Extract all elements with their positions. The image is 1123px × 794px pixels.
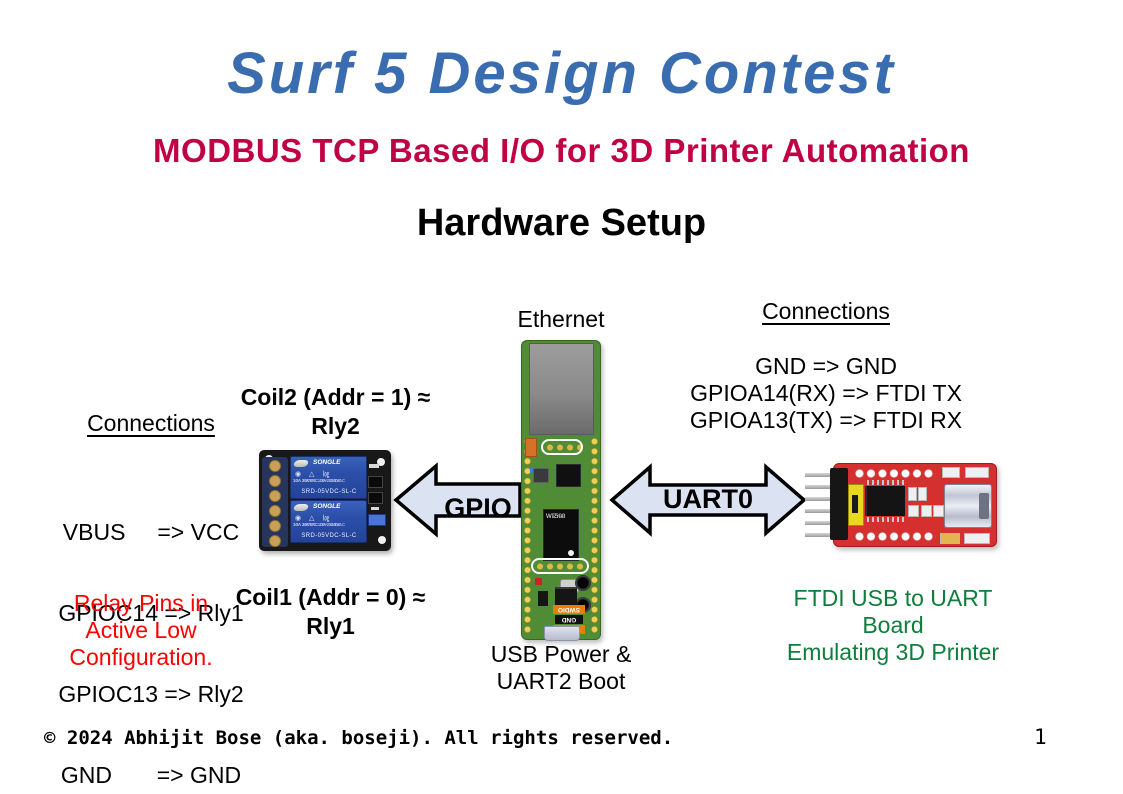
connection-line: GND => GND bbox=[755, 353, 897, 379]
header-pin bbox=[805, 485, 832, 489]
connection-line: GPIOC14 => Rly1 bbox=[58, 600, 244, 626]
pin-header bbox=[541, 439, 583, 455]
ftdi-note-text: FTDI USB to UART Board Emulating 3D Prin… bbox=[786, 585, 1000, 665]
uart0-arrow-label: UART0 bbox=[663, 484, 753, 514]
pin-holes-right bbox=[590, 437, 599, 635]
micro-usb-connector bbox=[544, 626, 580, 641]
page-subtitle: MODBUS TCP Based I/O for 3D Printer Auto… bbox=[153, 132, 970, 169]
right-connections-list: GND => GND GPIOA14(RX) => FTDI TX GPIOA1… bbox=[655, 353, 997, 434]
mini-usb-connector bbox=[944, 484, 992, 528]
uart0-arrow-shape bbox=[609, 463, 807, 537]
left-connections-list: VBUS => VCC GPIOC14 => Rly1 GPIOC13 => R… bbox=[28, 465, 274, 794]
smd-chip bbox=[533, 468, 549, 483]
connection-line: GPIOC13 => Rly2 bbox=[58, 681, 244, 707]
button bbox=[575, 575, 591, 591]
section-heading: Hardware Setup bbox=[416, 202, 707, 244]
chip-pin1-dot bbox=[568, 550, 574, 556]
led bbox=[535, 578, 542, 585]
coil1-label: Coil1 (Addr = 0) ≈ Rly1 bbox=[235, 584, 426, 639]
smd-component bbox=[918, 487, 927, 501]
smd-component bbox=[942, 467, 960, 478]
smd-component bbox=[908, 505, 919, 517]
header-pin bbox=[805, 521, 832, 525]
relay-module-image: SONGLE ◉ △ ㏒ 10A 250VAC 10A 125VAC 10A 3… bbox=[259, 450, 391, 551]
relay-cert-marks: ◉ △ ㏒ bbox=[295, 515, 333, 522]
connection-line: VBUS => VCC bbox=[62, 519, 240, 545]
relay-1: SONGLE ◉ △ ㏒ 10A 250VAC 10A 125VAC 10A 3… bbox=[290, 456, 367, 499]
left-connections-heading: Connections bbox=[87, 410, 215, 436]
connection-line: GPIOA13(TX) => FTDI RX bbox=[689, 407, 963, 433]
smd-component bbox=[933, 505, 944, 517]
smd-component bbox=[965, 467, 989, 478]
ftdi-board-image bbox=[802, 457, 998, 551]
swdio-pin-label: SWDIO bbox=[553, 605, 585, 614]
header-pin bbox=[805, 509, 832, 513]
relay-part-number: SRD-05VDC-SL-C bbox=[301, 489, 357, 495]
usb-power-label: USB Power & UART2 Boot bbox=[490, 641, 632, 694]
smd-pad bbox=[371, 507, 379, 510]
mcu-board-image: WIZnet W7500 SWDIO GND SMCLK bbox=[521, 340, 601, 641]
ftdi-ic-chip bbox=[865, 480, 905, 522]
relay-brand-text: SONGLE bbox=[313, 459, 341, 466]
capacitor bbox=[525, 438, 537, 457]
pin-holes-bottom bbox=[855, 532, 936, 541]
smd-component bbox=[964, 533, 990, 544]
header-pin bbox=[805, 473, 832, 477]
smd-chip bbox=[555, 587, 577, 605]
uart0-arrow: UART0 bbox=[609, 463, 807, 537]
relay-part-number: SRD-05VDC-SL-C bbox=[301, 533, 357, 539]
right-connections-heading: Connections bbox=[762, 298, 890, 324]
relay-warning-text: Relay Pins in Active Low Configuration. bbox=[69, 590, 213, 670]
pin-holes-top bbox=[855, 469, 936, 478]
page-title: Surf 5 Design Contest bbox=[227, 41, 896, 106]
gnd-pin-label: GND bbox=[555, 615, 583, 624]
ethernet-jack bbox=[529, 343, 594, 435]
relay-cert-marks: ◉ △ ㏒ bbox=[295, 471, 333, 478]
footer-copyright: © 2024 Abhijit Bose (aka. boseji). All r… bbox=[44, 727, 674, 749]
pin-header bbox=[531, 558, 589, 574]
page-number: 1 bbox=[1034, 725, 1047, 749]
relay-jumper bbox=[368, 514, 386, 526]
transistor bbox=[538, 591, 548, 606]
mounting-hole bbox=[377, 458, 385, 466]
mounting-hole bbox=[378, 536, 386, 544]
header-pin-block bbox=[830, 468, 848, 540]
smd-chip bbox=[368, 476, 383, 488]
smd-pad bbox=[369, 464, 379, 468]
ftdi-jumper bbox=[848, 484, 864, 526]
coil2-label: Coil2 (Addr = 1) ≈ Rly2 bbox=[240, 384, 431, 439]
header-pin bbox=[805, 533, 832, 537]
relay-2: SONGLE ◉ △ ㏒ 10A 250VAC 10A 125VAC 10A 3… bbox=[290, 500, 367, 543]
gpio-arrow-label: GPIO bbox=[444, 493, 512, 523]
pin-holes-left bbox=[523, 437, 532, 635]
gpio-arrow-shape bbox=[393, 462, 522, 538]
screw-terminal-block bbox=[262, 457, 288, 547]
smd-chip bbox=[556, 464, 581, 487]
connection-line: GND => GND bbox=[60, 762, 242, 788]
relay-brand-text: SONGLE bbox=[313, 503, 341, 510]
smd-component bbox=[908, 487, 917, 501]
relay-logo bbox=[292, 460, 310, 467]
smd-chip bbox=[368, 492, 383, 504]
smd-component bbox=[940, 533, 960, 544]
relay-logo bbox=[292, 504, 310, 511]
ethernet-label: Ethernet bbox=[517, 306, 605, 332]
gpio-arrow: GPIO bbox=[393, 462, 522, 538]
connection-line: GPIOA14(RX) => FTDI TX bbox=[690, 380, 962, 406]
header-pin bbox=[805, 497, 832, 501]
wiznet-w7500-chip: WIZnet W7500 bbox=[543, 509, 579, 561]
smd-component bbox=[921, 505, 932, 517]
